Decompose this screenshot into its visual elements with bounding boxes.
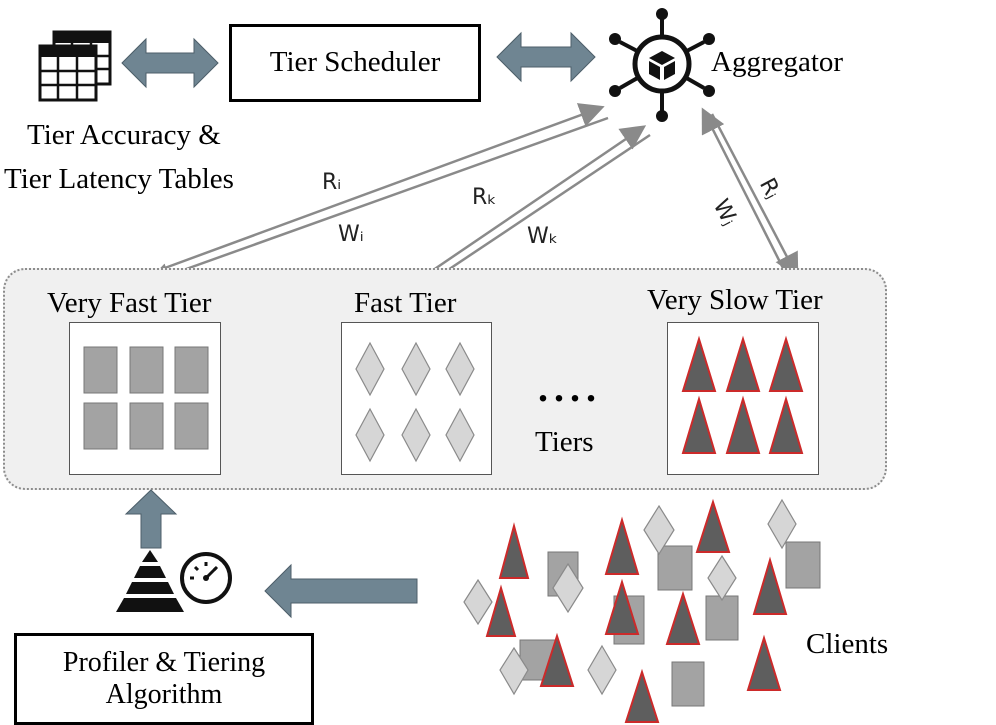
diamond-client (463, 578, 493, 626)
square-client (129, 346, 164, 394)
diamond-client (445, 407, 475, 463)
diamond-client (401, 407, 431, 463)
profiler-label-line2: Algorithm (105, 679, 223, 710)
square-client (129, 402, 164, 450)
profiler-label-line1: Profiler & Tiering (62, 646, 266, 678)
square-client (83, 402, 118, 450)
square-client (785, 541, 821, 589)
square-client (705, 595, 739, 641)
tier-very-slow-label: Very Slow Tier (647, 284, 823, 316)
link-very-fast-up (153, 103, 605, 274)
link-fast-r-label: Rₖ (472, 185, 497, 210)
profiler-box: Profiler & Tiering Algorithm (14, 633, 314, 725)
tables-caption-line2: Tier Latency Tables (4, 163, 234, 195)
link-fast-up (419, 125, 647, 281)
link-fast-w-label: Wₖ (527, 224, 559, 249)
tier-fast-box (341, 322, 492, 475)
tier-very-fast-box (69, 322, 221, 475)
diamond-client (355, 407, 385, 463)
triangle-client (768, 395, 804, 454)
link-very-fast-down (145, 116, 609, 288)
diamond-client (643, 504, 675, 556)
tier-scheduler-label: Tier Scheduler (269, 46, 441, 79)
tables-icon (38, 30, 114, 102)
triangle-client (681, 395, 717, 454)
tier-very-slow-box (667, 322, 819, 475)
tiers-ellipsis: .... (538, 365, 602, 410)
diamond-client (767, 498, 797, 550)
triangle-client (681, 335, 717, 392)
diamond-client (355, 341, 385, 397)
diamond-client (552, 562, 584, 614)
square-client (671, 661, 705, 707)
square-client (657, 545, 693, 591)
clients-cloud (456, 496, 836, 725)
square-client (174, 346, 209, 394)
diamond-client (587, 644, 617, 696)
tiers-caption: Tiers (535, 426, 594, 458)
link-slow-down (710, 113, 799, 279)
triangle-client (485, 584, 517, 637)
diamond-client (445, 341, 475, 397)
triangle-client (539, 632, 575, 687)
clients-label: Clients (806, 628, 889, 660)
link-fast-down (413, 133, 651, 293)
diamond-client (401, 341, 431, 397)
aggregator-hub-icon (598, 2, 718, 130)
square-client (83, 346, 118, 394)
diamond-client (499, 646, 529, 696)
diamond-client (707, 554, 737, 602)
triangle-client (725, 395, 761, 454)
tier-fast-label: Fast Tier (354, 287, 457, 319)
link-slow-up (701, 107, 787, 273)
triangle-client (624, 668, 660, 723)
triangle-client (768, 335, 804, 392)
triangle-client (498, 522, 530, 579)
link-very-fast-w-label: Wᵢ (338, 222, 364, 247)
triangle-client (695, 498, 731, 553)
triangle-client (604, 578, 640, 635)
tier-very-fast-label: Very Fast Tier (47, 287, 212, 319)
tables-caption-line1: Tier Accuracy & (27, 119, 221, 151)
triangle-client (725, 335, 761, 392)
triangle-client (665, 590, 701, 645)
triangle-client (746, 634, 782, 691)
triangle-client (604, 516, 640, 575)
aggregator-label: Aggregator (711, 46, 844, 78)
link-very-fast-r-label: Rᵢ (322, 170, 342, 195)
tier-scheduler-box: Tier Scheduler (229, 24, 481, 102)
square-client (174, 402, 209, 450)
triangle-client (752, 556, 788, 615)
